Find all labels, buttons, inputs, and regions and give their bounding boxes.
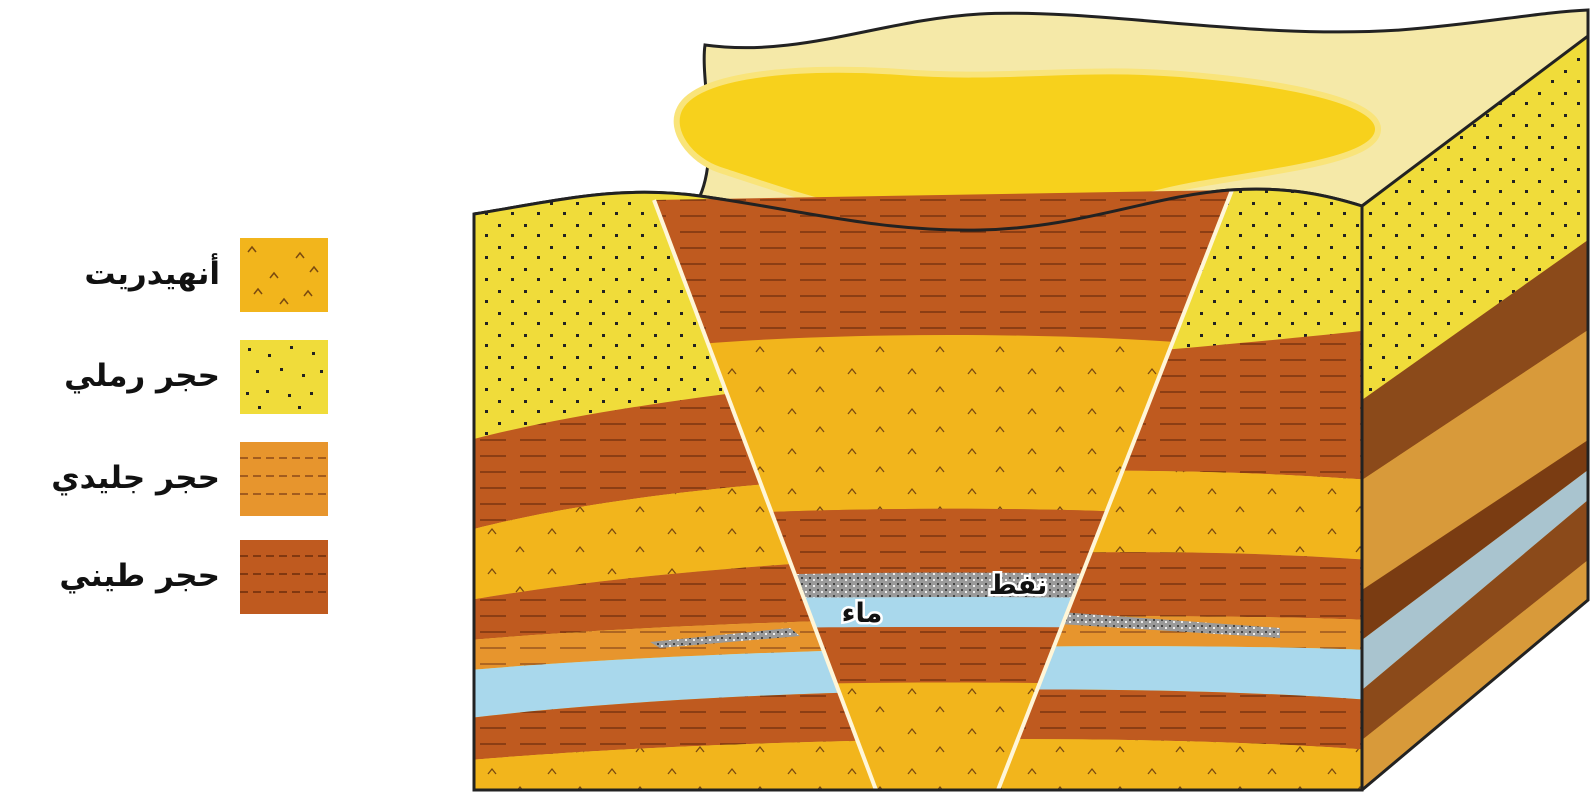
label-water: ماء <box>842 598 883 629</box>
label-oil: نفط <box>989 570 1047 601</box>
